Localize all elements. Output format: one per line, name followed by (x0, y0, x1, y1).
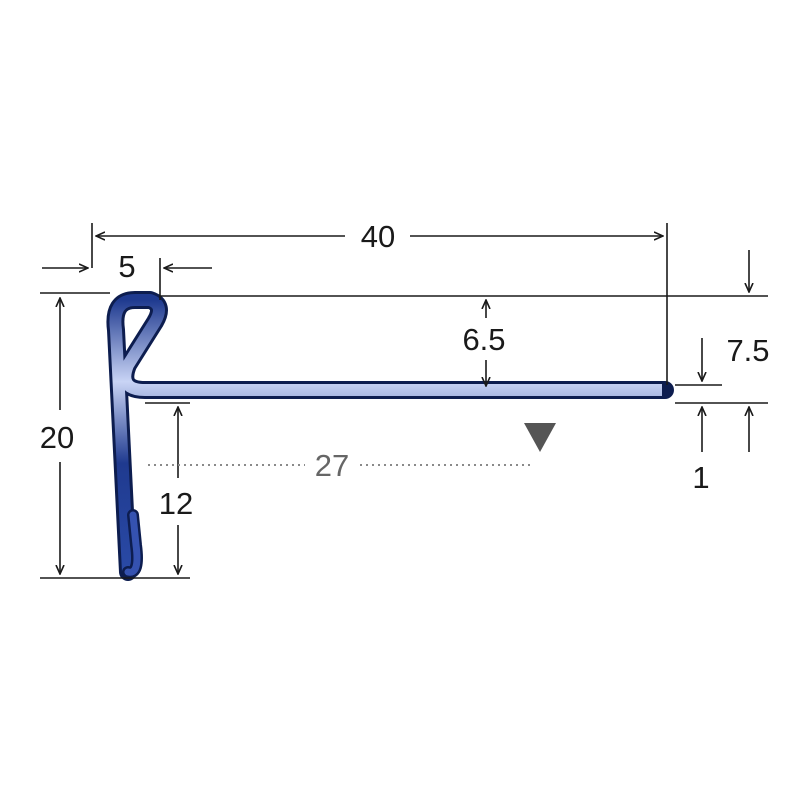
label-thickness: 1 (692, 460, 709, 495)
profile-shape (106, 291, 674, 581)
dimension-lip-width: 5 (42, 249, 212, 284)
dimension-total-offset: 7.5 (726, 250, 770, 452)
dimension-total-height: 20 (40, 298, 74, 574)
marker-triangle-icon (524, 423, 556, 452)
dimension-tread-offset: 6.5 (462, 300, 506, 386)
extension-lines (40, 223, 768, 579)
label-total-width: 40 (361, 219, 395, 254)
label-leg-height: 12 (159, 486, 193, 521)
label-lip-width: 5 (118, 249, 135, 284)
label-reference-distance: 27 (315, 448, 349, 483)
dimension-thickness: 1 (692, 338, 710, 495)
dimension-leg-height: 12 (159, 407, 193, 574)
profile-body (109, 294, 665, 573)
profile-tread-end (662, 383, 668, 398)
profile-outline (106, 291, 674, 581)
reference-distance: 27 (148, 423, 556, 483)
label-tread-offset: 6.5 (462, 322, 505, 357)
profile-hook-inner (124, 511, 141, 576)
label-total-offset: 7.5 (726, 333, 769, 368)
label-total-height: 20 (40, 420, 74, 455)
dimension-total-width: 40 (96, 219, 663, 254)
